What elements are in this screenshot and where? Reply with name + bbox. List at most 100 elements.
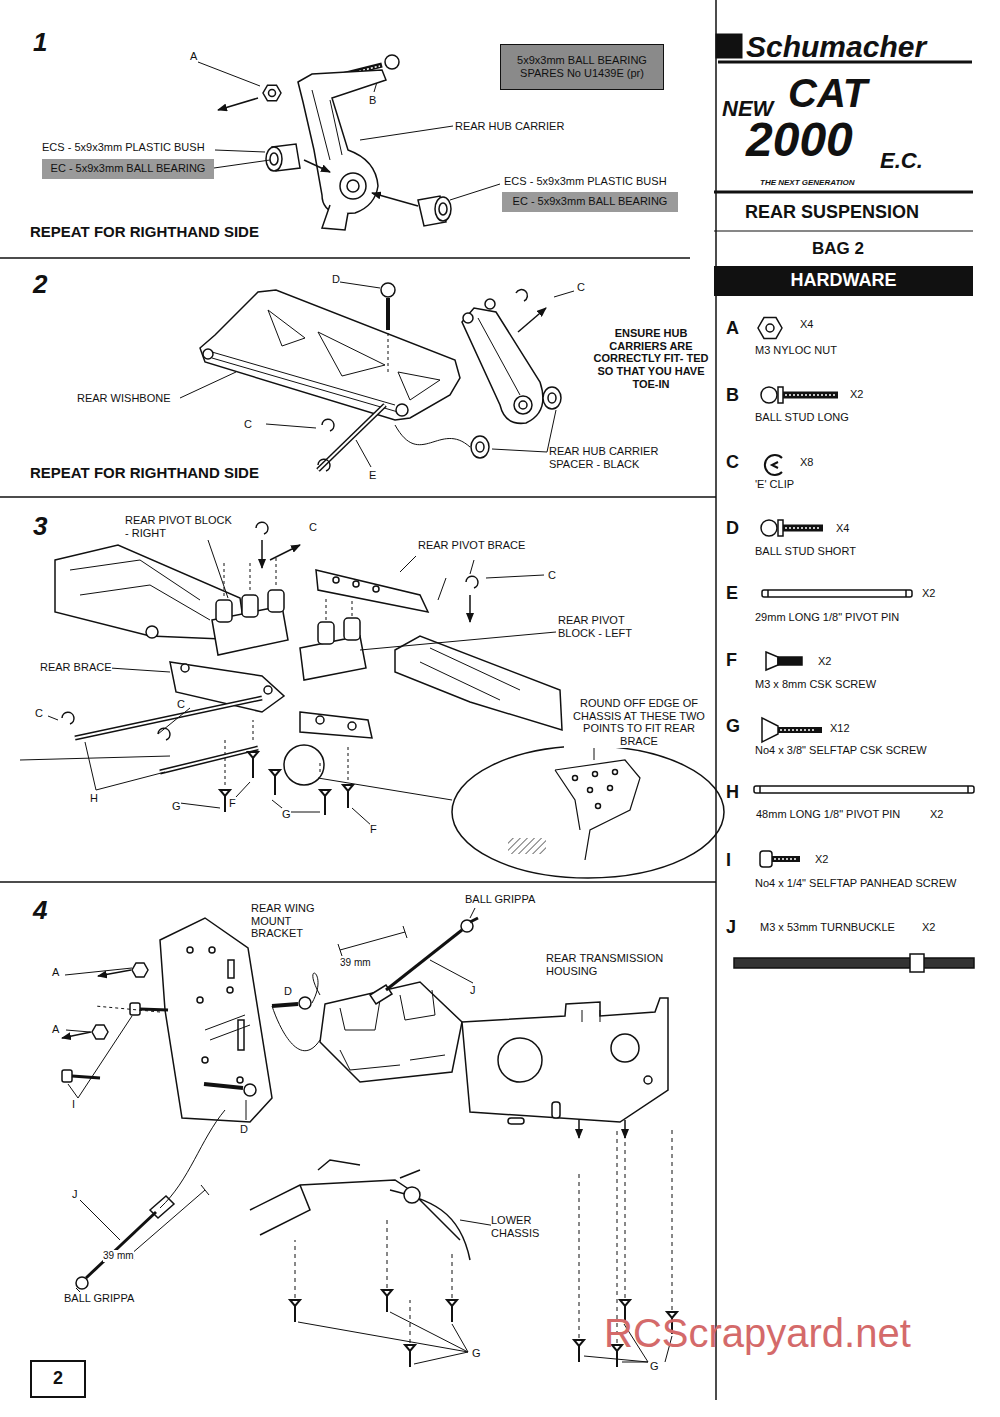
hardware-letter: C	[726, 452, 739, 473]
hardware-icons-part	[785, 394, 836, 396]
step3-illustration-part	[326, 598, 352, 620]
step3-illustration-part	[85, 742, 96, 790]
step4-illustration-part	[228, 960, 234, 978]
callout-letter: B	[369, 94, 376, 107]
step2-illustration-part	[554, 291, 574, 297]
part-label: 39 mm	[340, 957, 371, 969]
step4-illustration-part	[611, 1034, 639, 1062]
part-label: LOWER CHASSIS	[491, 1214, 561, 1239]
screw-symbol-part	[270, 770, 280, 795]
step4-illustration-part	[95, 1006, 160, 1012]
callout-letter: D	[332, 273, 340, 286]
hardware-item: X2	[922, 587, 935, 600]
hardware-icons-part	[761, 387, 777, 403]
hardware-icons-part	[778, 657, 802, 665]
hardware-letter: E	[726, 583, 738, 604]
callout-letter: A	[52, 966, 59, 979]
callout-letter: A	[190, 50, 197, 63]
step3-illustration-part	[438, 560, 474, 600]
step1-illustration-part	[312, 90, 342, 160]
step4-illustration-part	[582, 1010, 600, 1022]
step4-illustration-part	[62, 1032, 91, 1038]
step-number: 4	[33, 896, 47, 926]
hardware-icons-part	[758, 318, 782, 339]
step4-illustration-part	[452, 1324, 468, 1352]
hardware-icons-part	[766, 324, 774, 332]
hardware-letter: F	[726, 650, 737, 671]
part-label: REAR BRACE	[40, 661, 112, 674]
step4-illustration-part	[160, 1110, 225, 1208]
step4-illustration-part	[130, 1190, 205, 1255]
hardware-letter: I	[726, 850, 731, 871]
callout-letter: H	[90, 792, 98, 805]
hardware-item: X2	[922, 921, 935, 934]
step2-illustration-part	[200, 290, 460, 420]
hardware-icons-part	[783, 525, 823, 532]
step1-illustration-part	[435, 197, 451, 221]
step4-illustration-part	[160, 918, 272, 1122]
hardware-item: No4 x 1/4" SELFTAP PANHEAD SCREW	[755, 877, 956, 890]
part-label: REAR TRANSMISSION HOUSING	[546, 952, 681, 977]
hardware-icons-part	[783, 392, 838, 399]
callout-letter: F	[229, 797, 236, 810]
hardware-item: X2	[930, 808, 943, 821]
step4-illustration-part	[237, 1077, 243, 1083]
step3-illustration-part	[70, 560, 210, 620]
box-text: EC - 5x9x3mm BALL BEARING	[51, 162, 206, 175]
callout-letter: A	[52, 1023, 59, 1036]
step4-illustration-part	[340, 932, 405, 950]
callout-letter: D	[240, 1123, 248, 1136]
step1-illustration-part	[218, 98, 258, 110]
hardware-item: M3 NYLOC NUT	[755, 344, 837, 357]
brand-logo-text: 2000	[746, 112, 853, 167]
screw-symbol-part	[290, 1300, 300, 1322]
step3-illustration-part	[284, 745, 324, 785]
step3-illustration-part	[466, 576, 478, 588]
part-label: REAR PIVOT BRACE	[418, 539, 525, 552]
step4-illustration-part	[299, 997, 311, 1009]
step4-illustration-part	[130, 1003, 140, 1015]
step1-illustration-part	[270, 153, 278, 165]
step1-illustration-part	[347, 180, 359, 192]
highlight-box: EC - 5x9x3mm BALL BEARING	[42, 159, 214, 179]
hardware-icons-part	[762, 590, 912, 597]
hardware-icons-part	[778, 727, 822, 733]
hardware-item: No4 x 3/8" SELFTAP CSK SCREW	[755, 744, 927, 757]
step2-illustration-part	[395, 425, 470, 447]
step4-illustration-part	[246, 1100, 247, 1120]
screw-symbol-part	[320, 790, 330, 815]
hardware-item: 'E' CLIP	[755, 478, 794, 491]
step4-illustration-part	[470, 918, 478, 922]
callout-letter: J	[72, 1188, 78, 1201]
page-rules-part	[0, 257, 690, 259]
part-label: ECS - 5x9x3mm PLASTIC BUSH	[42, 141, 205, 154]
callout-letter: C	[577, 281, 585, 294]
step4-illustration-part	[62, 1070, 72, 1082]
screw-symbol-part	[343, 785, 353, 808]
hardware-item: M3 x 8mm CSK SCREW	[755, 678, 876, 691]
step3-illustration-part	[160, 748, 258, 772]
step2-illustration-part	[396, 404, 408, 416]
step3-illustration-part	[318, 778, 452, 800]
step3-illustration-part	[508, 838, 546, 854]
part-label: 39 mm	[103, 1250, 134, 1262]
step3-illustration-part	[236, 782, 250, 797]
step4-illustration-part	[65, 968, 132, 975]
callout-letter: G	[172, 800, 181, 813]
step4-illustration-part	[227, 987, 233, 993]
step3-illustration-part	[75, 698, 262, 738]
part-label: REAR WISHBONE	[77, 392, 171, 405]
step2-illustration-part	[471, 436, 489, 458]
step3-illustration-part	[353, 581, 359, 587]
step4-illustration-part	[92, 1025, 108, 1039]
step4-illustration-part	[202, 1057, 208, 1063]
step4-illustration-part	[72, 1076, 100, 1078]
step3-illustration-part	[208, 540, 228, 598]
section-heading: REAR SUSPENSION	[745, 202, 919, 223]
step-number: 1	[33, 28, 47, 58]
step4-illustration-part	[578, 1120, 580, 1138]
highlight-box: 5x9x3mm BALL BEARING SPARES No U1439E (p…	[500, 44, 664, 90]
hardware-letter: G	[726, 716, 740, 737]
step4-illustration-part	[272, 1004, 298, 1006]
step4-illustration-part	[644, 1076, 652, 1084]
